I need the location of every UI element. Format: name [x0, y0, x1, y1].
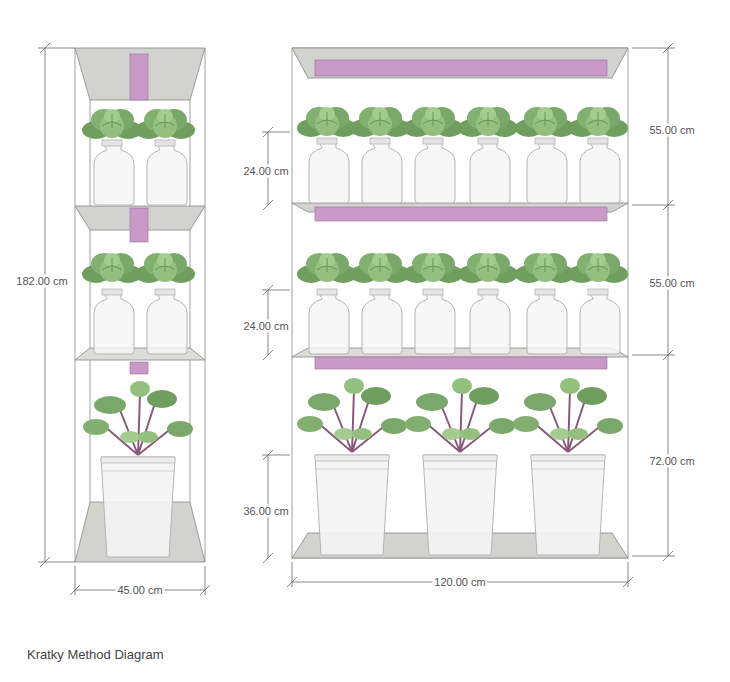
caption: Kratky Method Diagram — [27, 647, 164, 663]
dimension-label: 24.00 cm — [241, 320, 290, 333]
front-view — [292, 48, 628, 558]
dimension-label: 24.00 cm — [241, 165, 290, 178]
dimension-label: 182.00 cm — [14, 275, 69, 288]
dimension-lines — [38, 43, 675, 595]
dimension-label: 72.00 cm — [647, 455, 696, 468]
dimension-label: 120.00 cm — [432, 576, 487, 589]
dimension-label: 36.00 cm — [241, 505, 290, 518]
dimension-label: 55.00 cm — [647, 277, 696, 290]
dimension-label: 45.00 cm — [115, 584, 164, 597]
side-view — [75, 48, 205, 562]
dimension-label: 55.00 cm — [647, 124, 696, 137]
